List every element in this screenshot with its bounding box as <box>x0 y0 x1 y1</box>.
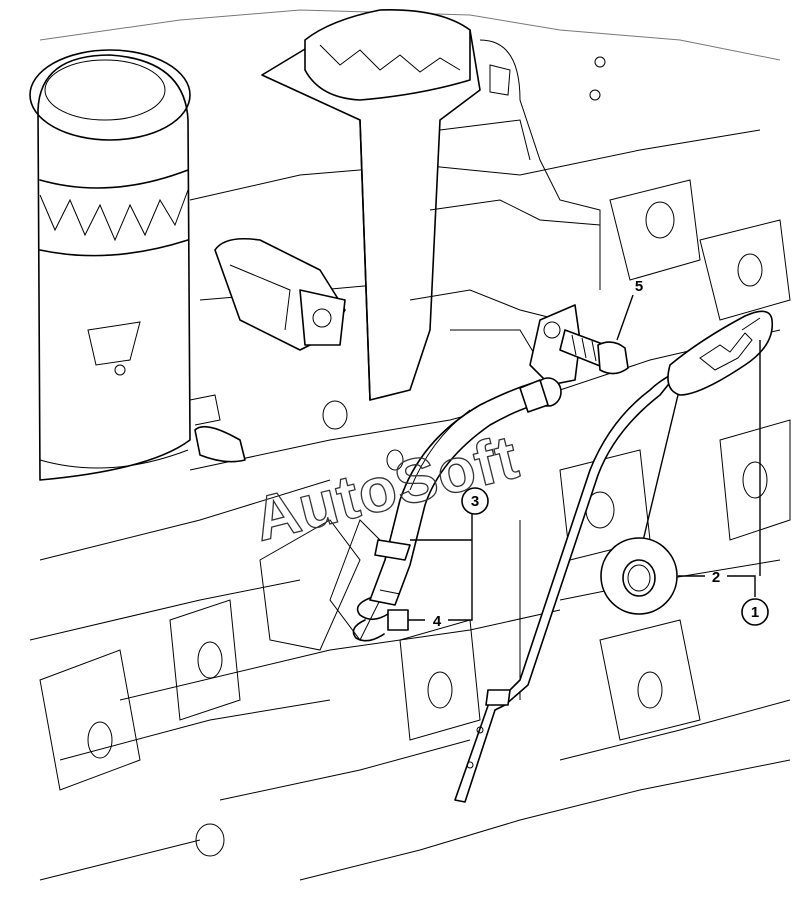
callout-3-label: 3 <box>471 493 479 510</box>
callout-1-label: 1 <box>751 604 759 621</box>
callout-5-label: 5 <box>635 278 643 295</box>
callout-4: 4 <box>433 613 442 630</box>
oil-filter-housing <box>29 49 246 481</box>
callout-1: 1 <box>741 598 769 626</box>
engine-block-background <box>29 9 791 881</box>
oil-dipstick-1 <box>454 310 774 803</box>
engine-housing-center <box>214 9 601 401</box>
o-rings-4 <box>352 597 409 642</box>
o-ring-detail-2 <box>600 394 679 615</box>
leader-lines <box>408 294 761 621</box>
callout-2: 2 <box>712 569 720 586</box>
callout-4-label: 4 <box>433 613 442 630</box>
callout-3: 3 <box>461 487 489 515</box>
watermark-text: AutoSoft <box>247 423 525 555</box>
callout-5: 5 <box>635 278 643 295</box>
dipstick-guide-tube-3 <box>369 377 562 606</box>
callout-2-label: 2 <box>712 569 720 586</box>
bolt-5 <box>529 304 629 386</box>
